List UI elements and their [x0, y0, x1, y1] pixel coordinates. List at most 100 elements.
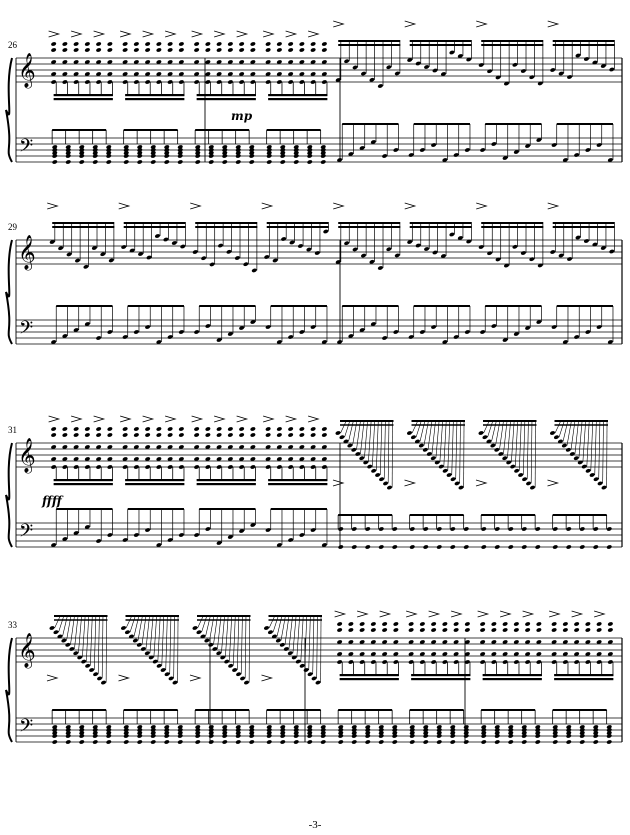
bass-chord-note	[92, 731, 98, 735]
note-beam	[199, 305, 256, 307]
bass-chord-note	[137, 740, 143, 744]
note-beam	[268, 94, 328, 97]
bass-chord-note	[365, 527, 371, 531]
chord-note	[310, 80, 316, 84]
gliss-note	[53, 630, 59, 635]
accent-mark	[46, 674, 59, 682]
chord-note	[288, 433, 294, 437]
run-note	[377, 84, 383, 88]
bass-chord-note	[579, 740, 585, 744]
bass-chord-note	[266, 731, 272, 735]
chord-note	[408, 640, 414, 644]
bass-clef: 𝄢	[19, 716, 33, 741]
run-note	[49, 240, 55, 244]
chord-note	[62, 457, 68, 461]
bass-arp-note	[122, 335, 128, 339]
bass-chord-note	[195, 740, 201, 744]
chord-note	[502, 640, 508, 644]
gliss-note	[343, 439, 349, 444]
chord-note	[288, 48, 294, 52]
bass-arp-note	[525, 144, 531, 148]
bass-chord-note	[123, 725, 129, 729]
bass-chord-note	[494, 728, 500, 732]
bass-chord-note	[579, 527, 585, 531]
bass-chord-note	[208, 160, 214, 164]
chord-note	[321, 427, 327, 431]
bass-chord-note	[320, 731, 326, 735]
note-stem	[594, 420, 597, 476]
note-beam	[552, 514, 607, 516]
gliss-note	[418, 443, 424, 448]
run-note	[66, 252, 72, 257]
bass-arp-note	[194, 330, 200, 334]
accent-mark	[261, 202, 274, 210]
note-stem	[515, 420, 519, 467]
bass-chord-note	[552, 740, 558, 744]
bass-chord-note	[280, 731, 286, 735]
bass-chord-note	[235, 734, 241, 738]
chord-note	[382, 622, 388, 626]
bass-chord-note	[552, 734, 558, 738]
run-note	[550, 250, 556, 254]
chord-note	[227, 80, 233, 84]
bass-chord-note	[521, 728, 527, 732]
bass-arp-note	[167, 538, 173, 542]
chord-note	[107, 433, 113, 437]
chord-note	[96, 445, 102, 449]
chord-note	[145, 445, 151, 449]
bass-chord-note	[164, 725, 170, 729]
bass-chord-note	[79, 725, 85, 729]
chord-note	[239, 465, 245, 469]
note-stem	[574, 420, 579, 455]
run-note	[583, 239, 589, 243]
chord-note	[491, 628, 497, 632]
note-stem	[507, 420, 511, 459]
chord-note	[216, 48, 222, 52]
bass-arp-note	[574, 153, 580, 157]
bass-chord-note	[195, 725, 201, 729]
chord-note	[491, 622, 497, 626]
run-note	[272, 258, 278, 263]
gliss-note	[49, 626, 55, 630]
chord-note	[167, 72, 173, 76]
bass-chord-note	[249, 145, 255, 149]
bass-chord-note	[150, 148, 156, 152]
chord-note	[276, 445, 282, 449]
bass-chord-note	[106, 154, 112, 158]
bass-chord-note	[195, 728, 201, 732]
bass-chord-note	[235, 731, 241, 735]
bass-chord-note	[249, 734, 255, 738]
bass-chord-note	[235, 151, 241, 155]
note-stem	[125, 615, 132, 629]
bass-chord-note	[320, 154, 326, 158]
chord-note	[122, 457, 128, 461]
bass-arp-note	[122, 538, 128, 542]
note-beam	[409, 709, 464, 711]
chord-note	[227, 457, 233, 461]
note-stem	[54, 615, 61, 629]
bass-chord-note	[123, 160, 129, 164]
bass-chord-note	[123, 734, 129, 738]
note-beam	[196, 94, 256, 97]
bass-arp-note	[73, 531, 79, 535]
bass-chord-note	[423, 725, 429, 729]
note-stem	[97, 615, 100, 675]
gliss-note	[275, 638, 281, 643]
bass-chord-note	[52, 160, 58, 164]
chord-note	[250, 433, 256, 437]
note-stem	[368, 420, 372, 463]
chord-note	[585, 660, 591, 664]
note-stem	[78, 615, 82, 654]
gliss-note	[522, 477, 528, 482]
system-4: 𝄞𝄢33	[5, 610, 623, 744]
bass-chord-note	[481, 728, 487, 732]
bass-chord-note	[365, 545, 371, 549]
bass-chord-note	[150, 154, 156, 158]
chord-note	[525, 660, 531, 664]
run-note	[512, 62, 518, 67]
run-note	[512, 244, 518, 249]
gliss-note	[65, 642, 71, 647]
run-note	[163, 237, 169, 242]
bass-chord-note	[92, 740, 98, 744]
accent-mark	[47, 202, 59, 210]
